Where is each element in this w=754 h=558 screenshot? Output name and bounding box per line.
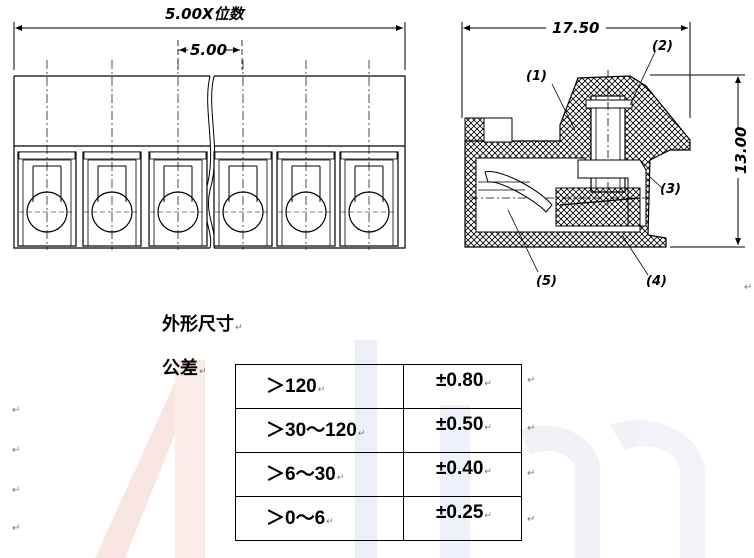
range-cell: ＞120↵ bbox=[235, 364, 404, 409]
dimensions-heading: 外形尺寸↵ bbox=[162, 314, 243, 335]
range-cell: ＞0～6↵ bbox=[235, 496, 404, 541]
range-cell: ＞6～30↵ bbox=[235, 452, 404, 497]
tolerance-cell: ±0.40↵ bbox=[403, 452, 522, 497]
terminal-slot bbox=[276, 60, 336, 250]
range-cell: ＞30～120↵ bbox=[235, 408, 404, 453]
callout-2: (2) bbox=[652, 39, 673, 54]
tolerance-cell: ±0.80↵ bbox=[403, 364, 522, 409]
height-label: 13.00 bbox=[732, 127, 750, 174]
range-value: ＞120 bbox=[266, 376, 317, 397]
paragraph-mark: ↵ bbox=[744, 282, 753, 293]
callout-5: (5) bbox=[536, 274, 557, 289]
paragraph-mark: ↵ bbox=[527, 375, 536, 386]
paragraph-mark: ↵ bbox=[12, 523, 21, 534]
tolerance-cell: ±0.25↵ bbox=[403, 496, 522, 541]
technical-drawing: 5.00X位数 5.00 17.50 13.00 bbox=[13, 4, 750, 289]
tolerance-row: ＞120↵±0.80↵ bbox=[235, 364, 522, 409]
tolerance-row: ＞30～120↵±0.50↵ bbox=[235, 408, 522, 453]
range-value: ＞30～120 bbox=[266, 420, 357, 441]
tolerance-value: ±0.25 bbox=[436, 502, 484, 523]
terminal-slot bbox=[82, 60, 142, 250]
terminal-slot bbox=[17, 60, 77, 250]
callout-1: (1) bbox=[526, 69, 547, 84]
pitch-label: 5.00 bbox=[190, 41, 227, 59]
width-label: 17.50 bbox=[552, 19, 599, 37]
tolerance-value: ±0.40 bbox=[436, 458, 484, 479]
paragraph-mark: ↵ bbox=[12, 485, 21, 496]
tolerance-value: ±0.50 bbox=[436, 414, 484, 435]
side-view: 17.50 13.00 (1) (2) (3) bbox=[461, 18, 750, 289]
paragraph-mark: ↵ bbox=[527, 423, 536, 434]
callout-3: (3) bbox=[660, 182, 681, 197]
callout-4: (4) bbox=[646, 274, 667, 289]
paragraph-mark: ↵ bbox=[527, 514, 536, 525]
terminal-slot bbox=[148, 60, 208, 250]
tolerance-table: ＞120↵±0.80↵＞30～120↵±0.50↵＞6～30↵±0.40↵＞0～… bbox=[235, 364, 522, 541]
range-value: ＞0～6 bbox=[266, 508, 326, 529]
terminal-slot bbox=[213, 60, 273, 250]
tolerance-cell: ±0.50↵ bbox=[403, 408, 522, 453]
front-view: 5.00X位数 5.00 bbox=[13, 4, 406, 250]
tolerance-value: ±0.80 bbox=[436, 370, 484, 391]
overall-pitch-label: 5.00X位数 bbox=[165, 5, 247, 23]
tolerance-heading: 公差↵ bbox=[162, 358, 207, 379]
tolerance-row: ＞0～6↵±0.25↵ bbox=[235, 496, 522, 541]
paragraph-mark: ↵ bbox=[12, 445, 21, 456]
paragraph-mark: ↵ bbox=[527, 468, 536, 479]
paragraph-mark: ↵ bbox=[12, 405, 21, 416]
tolerance-row: ＞6～30↵±0.40↵ bbox=[235, 452, 522, 497]
terminal-slot bbox=[339, 60, 399, 250]
range-value: ＞6～30 bbox=[266, 464, 336, 485]
